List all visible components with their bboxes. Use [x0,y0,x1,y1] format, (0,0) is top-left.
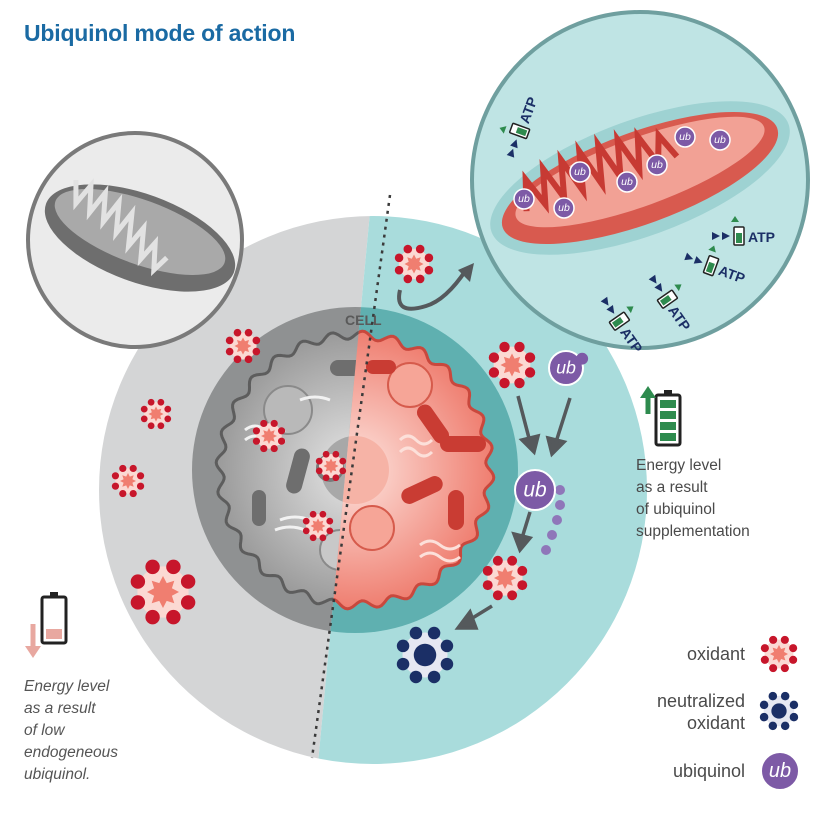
left-caption-line: Energy level [24,678,110,695]
svg-text:ub: ub [769,760,791,782]
oxidant-icon [302,510,334,542]
atp-label: ATP [748,229,775,245]
atp-group: ATP [712,216,775,246]
left-caption-line: of low [24,722,65,739]
ubiquinol-icon: ub [616,171,638,193]
ubiquinol-icon: ub [548,350,589,386]
cell-label: CELL [345,312,382,328]
left-caption-line: endogeneous [24,744,118,761]
oxidant-icon [111,464,145,498]
oxidant-icon [394,244,434,284]
oxidant-icon [488,341,536,389]
right-caption-line: Energy level [636,457,722,474]
svg-text:ub: ub [556,357,576,377]
ubiquinol-icon: ub [674,126,696,148]
oxidant-icon [130,559,196,625]
ubiquinol-icon: ub [513,188,535,210]
oxidant-icon [140,398,172,430]
page-title: Ubiquinol mode of action [24,20,296,46]
svg-text:ub: ub [679,131,691,143]
left-caption-line: as a result [24,700,96,717]
right-caption-line: as a result [636,479,708,496]
left-caption-line: ubiquinol. [24,766,91,783]
ubiquinol-icon: ub [646,154,668,176]
curved-arrow-head [458,263,474,282]
flow-arrows [454,395,572,630]
svg-text:ub: ub [523,478,547,501]
ubiquinol-icon: ub [514,469,556,511]
ubiquinol-icon: ub [760,751,800,791]
right-caption-line: of ubiquinol [636,501,716,518]
legend-neutralized-line: neutralized [656,691,745,711]
svg-text:ub: ub [518,193,530,205]
legend-neutralized-label: neutralized oxidant [657,690,745,734]
legend-neutralized-line: oxidant [686,713,745,733]
oxidant-icon [225,328,261,364]
oxidant-icon [760,635,798,673]
ubiquinol-icon: ub [553,197,575,219]
right-caption: Energy level as a result of ubiquinol su… [636,455,750,543]
svg-text:ub: ub [558,202,570,214]
legend-oxidant-label: oxidant [686,644,745,664]
svg-text:ub: ub [651,159,663,171]
neutralized-oxidant-icon [759,691,799,731]
ubiquinol-trail [541,485,565,555]
mitochondrion-red-inset [470,10,810,350]
mitochondrion-grey-inset [26,131,244,349]
battery-low-icon [25,592,68,658]
left-caption: Energy level as a result of low endogene… [24,676,118,786]
ubiquinol-icon: ub [569,161,591,183]
ubiquinol-icon: ub [709,129,731,151]
neutralized-oxidant-icon [396,626,454,684]
right-caption-line: supplementation [636,523,750,540]
oxidant-icon [315,450,347,482]
atp-group: ATP [648,274,694,334]
svg-text:ub: ub [621,176,633,188]
battery-full-icon [640,386,682,447]
curved-arrow [397,268,468,311]
oxidant-icon [252,419,286,453]
legend-ubiquinol-label: ubiquinol [672,761,745,781]
svg-text:ub: ub [574,166,586,178]
svg-text:ub: ub [714,134,726,146]
oxidant-icon [482,555,528,601]
divider-line [310,194,392,759]
